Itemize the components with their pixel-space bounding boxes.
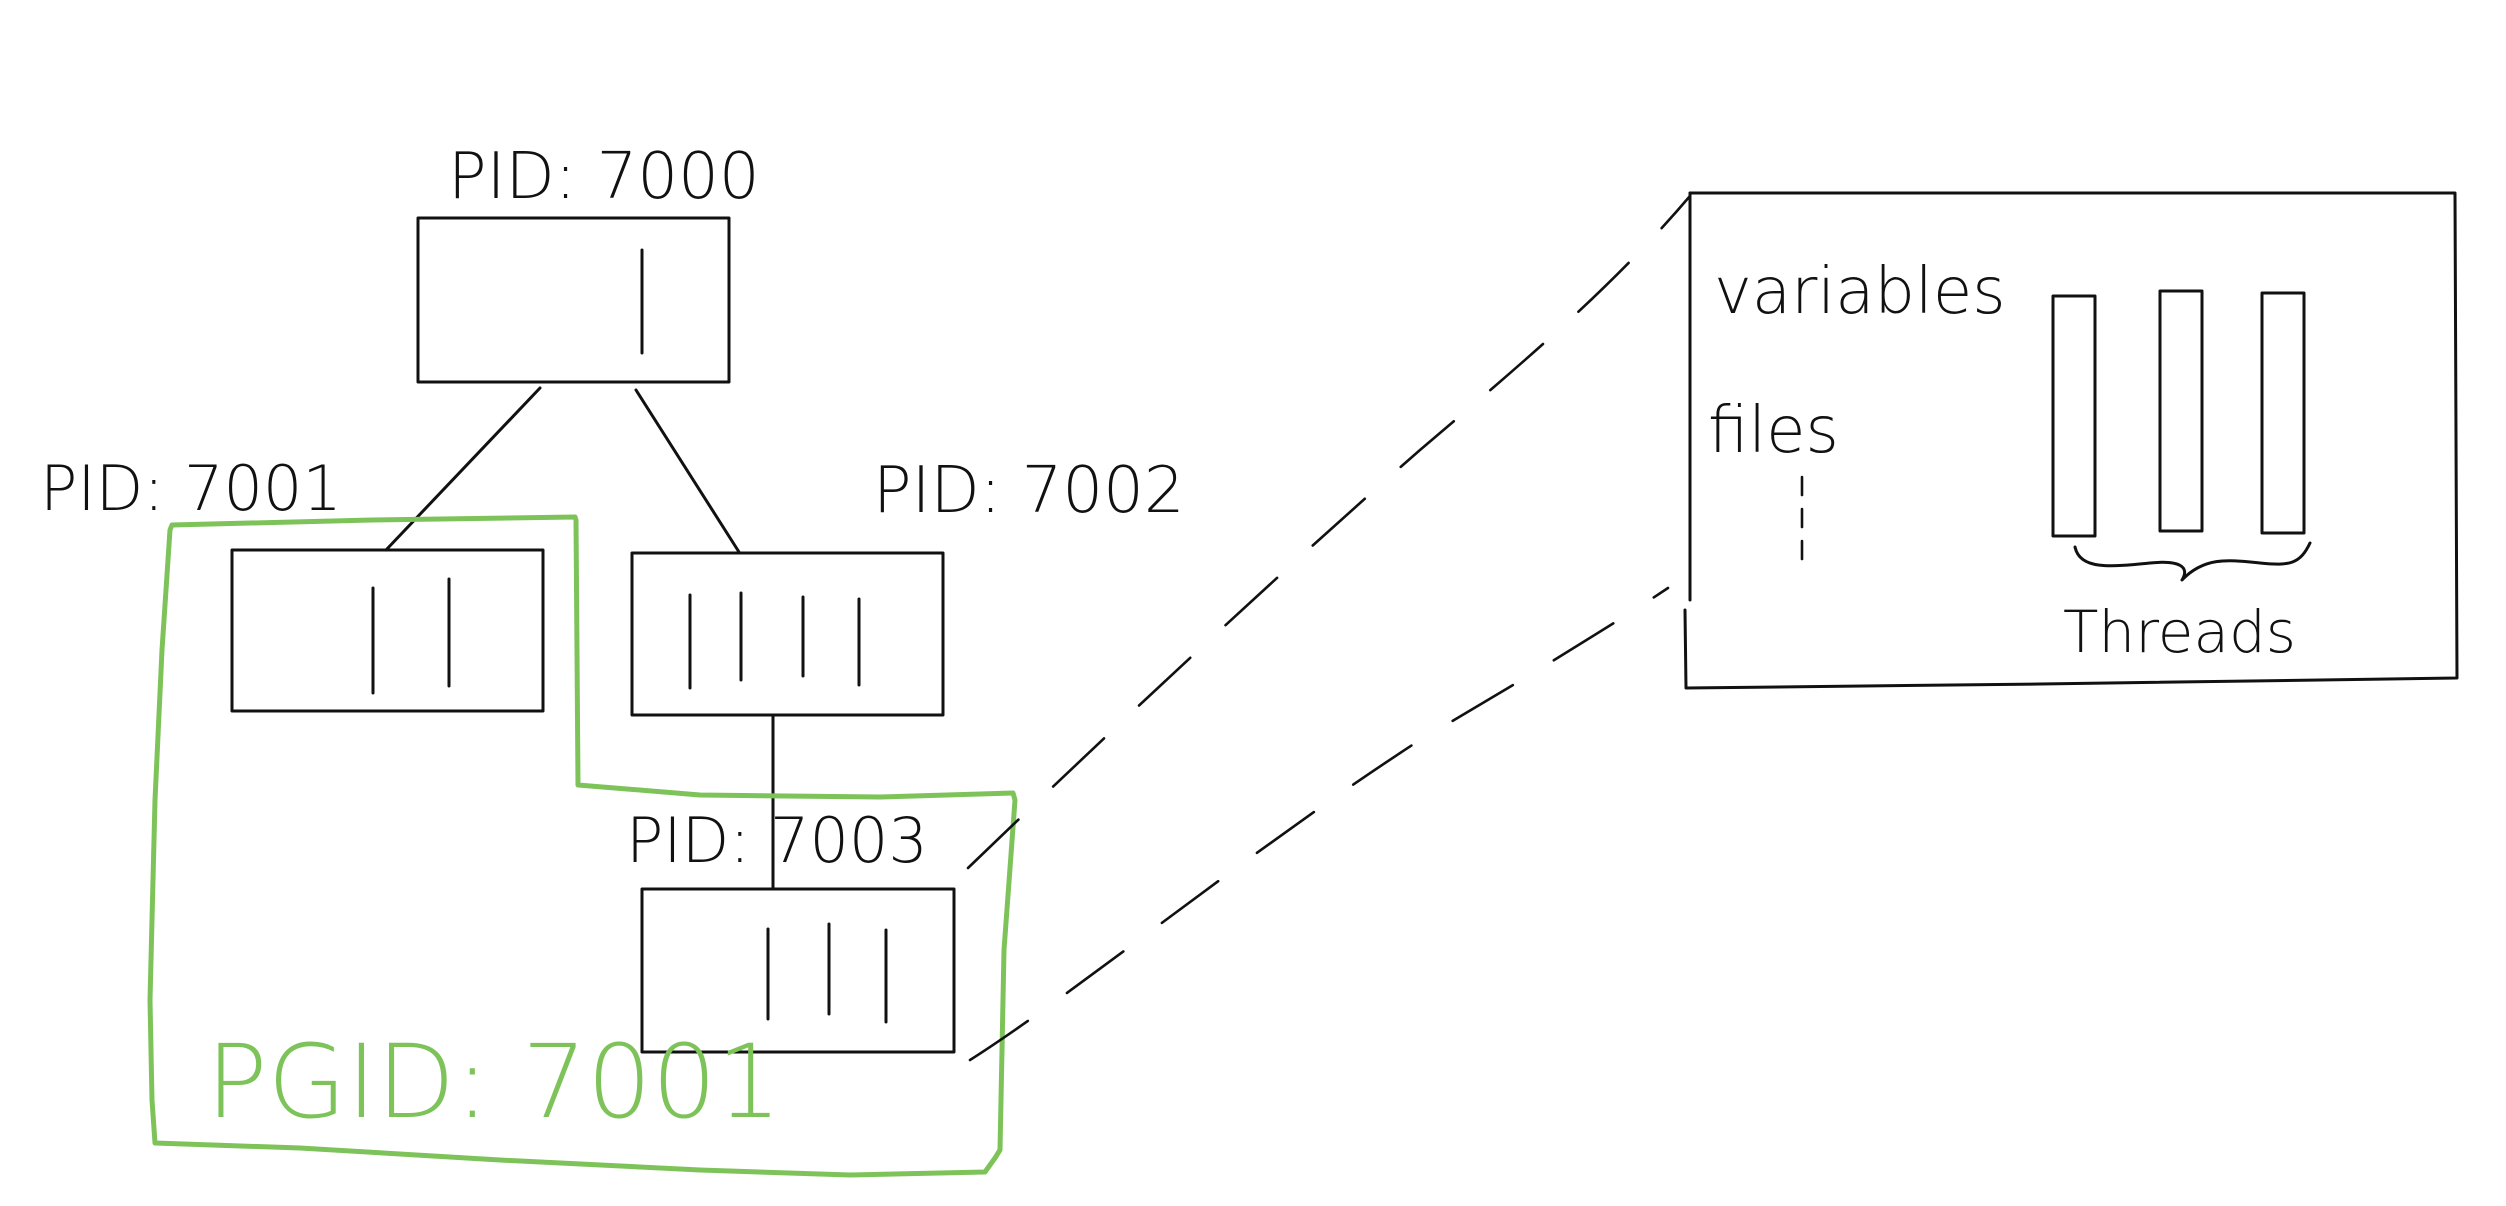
pid-7000-label: PID: 7000 [448,140,760,214]
pid-7003-label: PID: 7003 [626,804,928,877]
thread-box-3 [2260,291,2306,535]
pid-7002-label: PID: 7002 [873,454,1185,528]
threads-brace [2073,541,2312,582]
files-label: files [1708,394,1839,468]
process-group-outline [147,514,1018,1178]
process-group-7001: PGID: 7001 [147,514,1018,1178]
process-7003: PID: 7003 [626,804,956,1054]
process-detail-panel: variables files Threads [1683,191,2459,690]
thread-box-1 [2051,294,2097,538]
process-7000: PID: 7000 [416,140,760,384]
detail-panel-border [1683,191,2459,690]
process-7000-box [416,216,731,384]
edge-7000-7002 [634,388,741,554]
threads-label: Threads [2063,598,2296,666]
edge-7000-7001 [384,386,542,552]
process-7003-box [640,887,956,1054]
zoom-line-lower [968,586,1670,1062]
process-7002-box [630,551,945,717]
thread-box-2 [2158,289,2204,533]
variables-label: variables [1714,255,2006,329]
pid-7001-label: PID: 7001 [40,452,342,525]
process-7001: PID: 7001 [40,452,545,713]
zoom-line-upper [966,194,1692,870]
process-7001-box [230,548,545,713]
process-7002: PID: 7002 [630,454,1185,717]
pgid-label: PGID: 7001 [206,1023,782,1142]
